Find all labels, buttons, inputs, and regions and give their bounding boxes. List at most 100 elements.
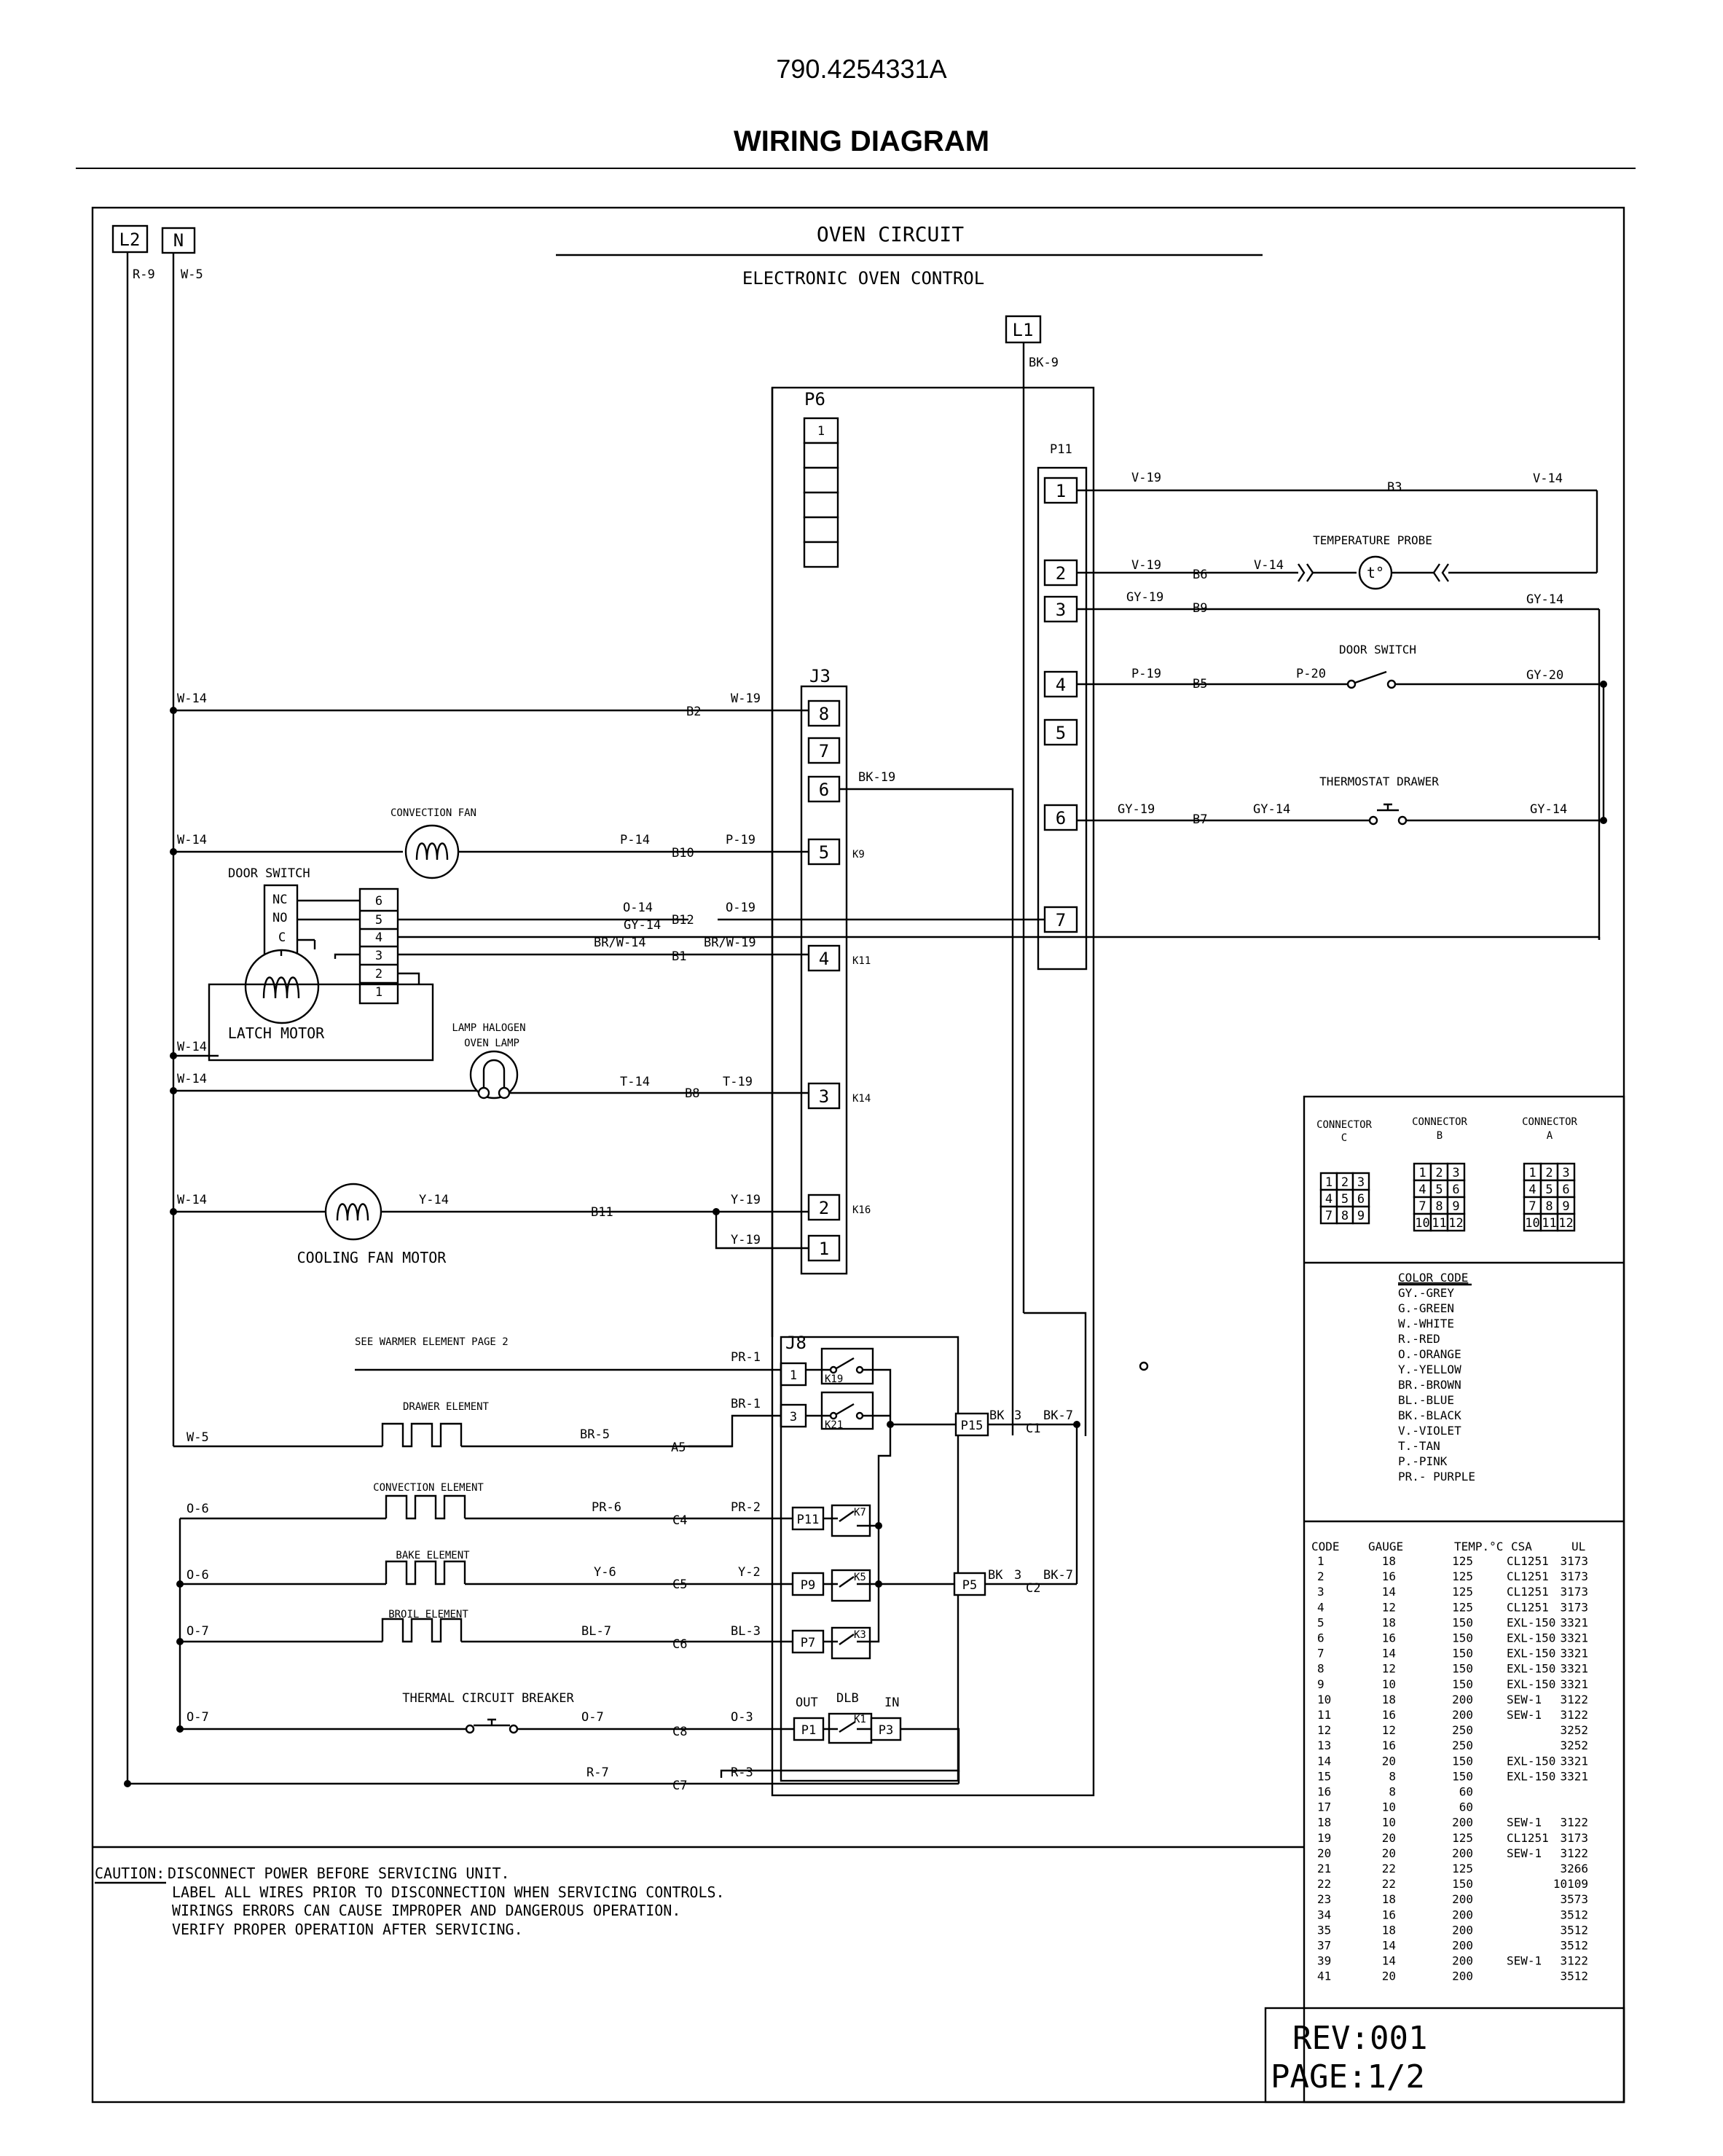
svg-text:O-6: O-6 — [187, 1568, 209, 1583]
gauge-table-cell: SEW-1 — [1507, 1693, 1542, 1706]
convection-fan-motor-icon — [404, 824, 460, 879]
svg-text:R-9: R-9 — [133, 267, 155, 282]
svg-text:C5: C5 — [672, 1577, 687, 1592]
j8-pin-1 — [780, 1362, 807, 1387]
gauge-table-cell: 3173 — [1560, 1831, 1588, 1845]
color-code-item: BL.-BLUE — [1398, 1393, 1454, 1407]
connector-b-cell-label: 5 — [1435, 1183, 1443, 1197]
svg-text:B7: B7 — [1193, 812, 1207, 827]
svg-text:L1: L1 — [1013, 320, 1034, 340]
gauge-table-cell: CL1251 — [1507, 1831, 1549, 1845]
gauge-table-cell: 22 — [1382, 1862, 1396, 1875]
plug-p15 — [954, 1412, 989, 1437]
svg-text:4: 4 — [819, 949, 829, 969]
connector-b-cell-label: 10 — [1415, 1216, 1429, 1231]
relay-k19 — [820, 1347, 874, 1385]
gauge-table-cell: 34 — [1317, 1908, 1331, 1921]
svg-text:GY-20: GY-20 — [1526, 668, 1563, 683]
svg-text:V-14: V-14 — [1533, 471, 1563, 486]
svg-text:WIRINGS ERRORS CAN CAUSE IMPRO: WIRINGS ERRORS CAN CAUSE IMPROPER AND DA… — [172, 1902, 680, 1919]
svg-text:C1: C1 — [1026, 1422, 1040, 1436]
svg-text:V-19: V-19 — [1131, 471, 1161, 485]
svg-text:GY-19: GY-19 — [1126, 590, 1163, 605]
gauge-table-cell: 4 — [1317, 1600, 1324, 1614]
connector-c-cell-label: 1 — [1325, 1175, 1333, 1190]
gauge-table-cell: 20 — [1382, 1754, 1396, 1768]
drawer-element-icon — [381, 1422, 463, 1448]
gauge-table-cell: 150 — [1452, 1769, 1473, 1783]
gauge-table-cell: 3321 — [1560, 1631, 1588, 1645]
document-title: WIRING DIAGRAM — [733, 125, 990, 157]
connector-a-cell-label: 7 — [1528, 1199, 1536, 1214]
gauge-table-cell: 12 — [1382, 1723, 1396, 1737]
color-code-item: R.-RED — [1398, 1332, 1440, 1346]
gauge-table-header: UL — [1571, 1540, 1585, 1553]
relay-k7 — [831, 1504, 871, 1537]
color-code-item: V.-VIOLET — [1398, 1424, 1461, 1438]
svg-text:P6: P6 — [804, 389, 825, 409]
gauge-table-cell: 2 — [1317, 1569, 1324, 1583]
connector-c-cell-label: 4 — [1325, 1192, 1333, 1207]
svg-text:1: 1 — [790, 1368, 797, 1383]
svg-text:6: 6 — [375, 894, 382, 909]
svg-text:O-14: O-14 — [623, 901, 653, 915]
gauge-table-cell: 14 — [1382, 1954, 1396, 1968]
gauge-table-cell: 20 — [1317, 1846, 1331, 1860]
gauge-table-cell: 200 — [1452, 1846, 1473, 1860]
svg-text:K9: K9 — [852, 849, 865, 861]
revision-number: REV:001 — [1292, 2020, 1427, 2057]
svg-text:P-19: P-19 — [726, 833, 755, 847]
connector-b-cell-label: 6 — [1452, 1183, 1459, 1197]
gauge-table-cell: 19 — [1317, 1831, 1331, 1845]
svg-text:GY-14: GY-14 — [1526, 592, 1563, 607]
connector-b-cell-label: 9 — [1452, 1199, 1459, 1214]
svg-text:K3: K3 — [854, 1629, 866, 1641]
gauge-table-cell: 150 — [1452, 1631, 1473, 1645]
page-number: PAGE:1/2 — [1271, 2058, 1425, 2096]
gauge-table-cell: 35 — [1317, 1923, 1331, 1937]
gauge-table-cell: 60 — [1459, 1800, 1473, 1814]
gauge-table-cell: 14 — [1317, 1754, 1331, 1768]
color-code-item: BR.-BROWN — [1398, 1378, 1461, 1392]
svg-text:P7: P7 — [801, 1636, 815, 1650]
gauge-table-cell: 125 — [1452, 1554, 1473, 1568]
connector-a-cell-label: 1 — [1528, 1166, 1536, 1180]
gauge-table-cell: EXL-150 — [1507, 1677, 1555, 1691]
broil-element-icon — [381, 1618, 463, 1643]
svg-text:BL-7: BL-7 — [581, 1624, 611, 1639]
svg-text:L2: L2 — [119, 230, 141, 250]
svg-text:W-5: W-5 — [181, 267, 203, 282]
svg-text:K5: K5 — [854, 1572, 866, 1583]
svg-text:Y-19: Y-19 — [731, 1193, 761, 1207]
gauge-table-cell: EXL-150 — [1507, 1631, 1555, 1645]
svg-text:BK-9: BK-9 — [1029, 356, 1059, 370]
svg-text:GY-14: GY-14 — [1253, 802, 1290, 817]
color-code-item: G.-GREEN — [1398, 1301, 1454, 1315]
connector-a-cell-label: 11 — [1542, 1216, 1556, 1231]
gauge-table-cell: 200 — [1452, 1693, 1473, 1706]
svg-text:CONNECTOR: CONNECTOR — [1522, 1116, 1577, 1128]
svg-text:A5: A5 — [671, 1440, 686, 1455]
svg-text:R-7: R-7 — [586, 1765, 609, 1780]
svg-text:B12: B12 — [672, 913, 694, 928]
gauge-table-cell: 200 — [1452, 1954, 1473, 1968]
svg-text:B8: B8 — [685, 1086, 699, 1101]
svg-text:O-7: O-7 — [187, 1710, 209, 1725]
gauge-table-cell: EXL-150 — [1507, 1615, 1555, 1629]
svg-text:CONVECTION FAN: CONVECTION FAN — [390, 807, 476, 819]
gauge-table-cell: 20 — [1382, 1969, 1396, 1983]
gauge-table-cell: 12 — [1317, 1723, 1331, 1737]
gauge-table-cell: 3252 — [1560, 1723, 1588, 1737]
svg-text:C: C — [1341, 1132, 1347, 1144]
gauge-table-cell: 3173 — [1560, 1600, 1588, 1614]
svg-text:W-14: W-14 — [177, 1040, 207, 1054]
svg-text:GY-19: GY-19 — [1118, 802, 1155, 817]
gauge-table-cell: 20 — [1382, 1831, 1396, 1845]
gauge-table-cell: 200 — [1452, 1892, 1473, 1906]
caution-label: CAUTION: — [95, 1865, 165, 1882]
gauge-table-cell: 16 — [1382, 1908, 1396, 1921]
gauge-table-cell: EXL-150 — [1507, 1647, 1555, 1661]
connector-c-cell-label: 8 — [1341, 1209, 1349, 1223]
terminal-n — [161, 227, 196, 254]
